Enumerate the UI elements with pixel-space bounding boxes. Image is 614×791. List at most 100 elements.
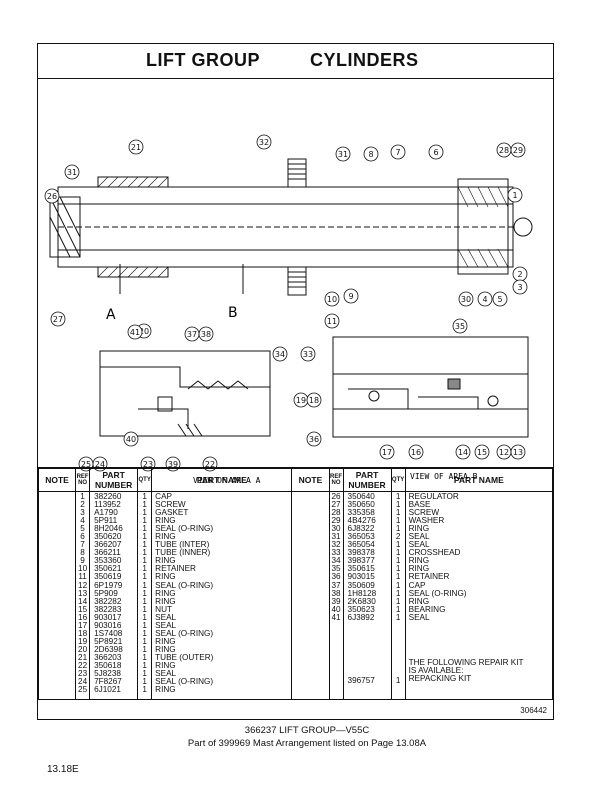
table-cell-qty: 1	[395, 564, 401, 574]
table-cell-pn: 2D6398	[94, 644, 123, 654]
table-cell-qty: 1	[395, 500, 401, 510]
header-note-right: NOTE	[291, 468, 330, 492]
callout-24: 24	[95, 460, 105, 469]
table-cell-pn: 350609	[347, 580, 375, 590]
callout-34: 34	[275, 350, 285, 359]
table-cell-pn: 5J8238	[94, 669, 121, 679]
table-cell-name: RING	[155, 660, 176, 670]
callout-32: 32	[259, 138, 269, 147]
table-cell-pn: 6J3892	[347, 612, 375, 622]
kit-line-1: THE FOLLOWING REPAIR KIT	[408, 657, 524, 667]
table-cell-qty: 1	[142, 508, 147, 518]
callout-17: 17	[382, 448, 392, 457]
table-cell-pn: 1H8128	[347, 588, 377, 598]
note-column-left	[37, 491, 77, 700]
table-cell-name: RETAINER	[408, 572, 450, 582]
table-cell-name: RING	[408, 524, 430, 534]
table-cell-name: SCREW	[408, 508, 440, 518]
area-b-label: B	[228, 305, 238, 321]
callout-16: 16	[411, 448, 421, 457]
title-band: LIFT GROUP CYLINDERS	[38, 44, 553, 79]
callout-7: 7	[395, 148, 400, 157]
table-cell-qty: 1	[142, 652, 147, 662]
table-cell-name: BEARING	[408, 604, 446, 614]
table-cell-qty: 1	[142, 524, 147, 534]
callout-26: 26	[47, 192, 57, 201]
table-cell-ref: 14	[78, 596, 88, 606]
table-cell-name: RING	[155, 572, 176, 582]
table-cell-name: RING	[155, 588, 176, 598]
table-cell-name: RING	[155, 516, 176, 526]
header-part-left: PART NUMBER	[89, 468, 139, 492]
table-cell-qty: 1	[142, 636, 147, 646]
table-cell-name: SEAL (O-RING)	[155, 628, 214, 638]
table-cell-qty: 1	[142, 644, 147, 654]
callout-40: 40	[126, 435, 136, 444]
table-cell-pn: 350623	[347, 604, 375, 614]
table-cell-name: SEAL (O-RING)	[155, 580, 214, 590]
table-cell-pn: 5P8921	[94, 636, 123, 646]
table-cell-qty: 1	[142, 556, 147, 566]
table-cell-ref: 24	[78, 677, 88, 687]
callout-2: 2	[517, 270, 522, 279]
table-cell-name: CAP	[408, 580, 426, 590]
callout-10: 10	[327, 295, 337, 304]
table-cell-qty: 1	[395, 516, 401, 526]
table-cell-ref: 7	[80, 540, 85, 550]
table-cell-name: SEAL (O-RING)	[408, 588, 467, 598]
table-cell-ref: 37	[331, 580, 341, 590]
table-cell-ref: 41	[331, 612, 341, 622]
callout-29: 29	[513, 146, 523, 155]
table-cell-qty: 1	[395, 556, 401, 566]
table-cell-qty: 1	[142, 660, 147, 670]
table-cell-pn: 366207	[94, 540, 122, 550]
callout-36: 36	[309, 435, 319, 444]
callout-8: 8	[368, 150, 373, 159]
table-cell-ref: 22	[78, 660, 88, 670]
table-cell-qty: 1	[142, 572, 147, 582]
table-cell-ref: 6	[80, 532, 85, 542]
callout-18: 18	[309, 396, 319, 405]
header-name-left: PART NAME	[151, 468, 293, 492]
table-cell-qty: 1	[142, 580, 147, 590]
table-cell-ref: 15	[78, 604, 88, 614]
table-cell-ref: 18	[78, 628, 88, 638]
table-cell-pn: A1790	[94, 508, 118, 518]
table-cell-qty: 1	[395, 548, 401, 558]
table-cell-qty: 1	[142, 492, 147, 501]
callout-41: 41	[130, 328, 140, 337]
table-cell-name: RING	[155, 532, 176, 542]
table-cell-ref: 17	[78, 620, 88, 630]
table-cell-pn: 903015	[347, 572, 375, 582]
callout-14: 14	[458, 448, 468, 457]
table-cell-ref: 30	[331, 524, 341, 534]
table-cell-pn: 398377	[347, 556, 375, 566]
table-cell-qty: 1	[142, 516, 147, 526]
table-cell-ref: 12	[78, 580, 88, 590]
footer-group-title: 366237 LIFT GROUP—V55C	[244, 725, 370, 736]
table-cell-name: SEAL	[408, 612, 430, 622]
header-part-right: PART NUMBER	[342, 468, 392, 492]
table-cell-ref: 27	[331, 500, 341, 510]
table-cell-name: RING	[408, 556, 430, 566]
table-cell-pn: 5P909	[94, 588, 118, 598]
table-cell-ref: 1	[80, 492, 85, 501]
callout-5: 5	[497, 295, 502, 304]
callout-33: 33	[303, 350, 313, 359]
table-cell-name: RING	[155, 644, 176, 654]
table-cell-name: BASE	[408, 500, 431, 510]
table-cell-pn: 350615	[347, 564, 375, 574]
table-cell-name: RETAINER	[155, 564, 196, 574]
table-cell-ref: 13	[78, 588, 88, 598]
callout-23: 23	[143, 460, 153, 469]
header-note-left: NOTE	[37, 468, 77, 492]
table-cell-ref: 10	[78, 564, 88, 574]
table-cell-pn: 6J8322	[347, 524, 375, 534]
table-cell-name: CROSSHEAD	[408, 548, 461, 558]
table-cell-qty: 1	[142, 540, 147, 550]
table-cell-qty: 1	[142, 604, 147, 614]
table-cell-qty: 1	[142, 612, 147, 622]
